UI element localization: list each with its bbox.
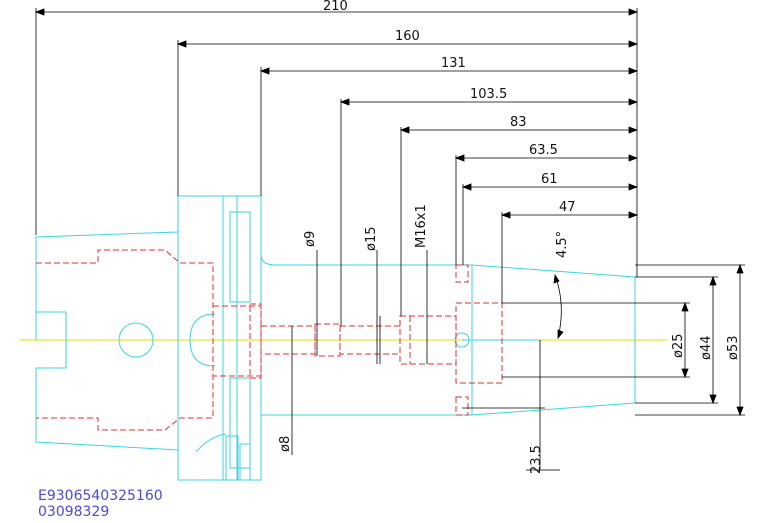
dim-210: 210 <box>323 0 348 14</box>
dim-47: 47 <box>559 200 576 215</box>
dim-m16x1: M16x1 <box>414 204 429 248</box>
part-code-2: 03098329 <box>38 504 110 520</box>
dim-83: 83 <box>510 115 527 130</box>
dim-160: 160 <box>395 29 420 44</box>
dim-angle: 4.5° <box>555 231 570 258</box>
dim-dia-44: ø44 <box>699 336 714 361</box>
part-code-1: E9306540325160 <box>38 488 163 504</box>
tool-holder-outline <box>35 195 636 481</box>
hidden-lines <box>36 249 503 431</box>
dim-63-5: 63.5 <box>529 143 558 158</box>
dim-dia-25: ø25 <box>671 334 686 359</box>
dim-dia-53: ø53 <box>726 336 741 361</box>
dim-23-5: 23.5 <box>529 445 544 474</box>
dim-dia-15: ø15 <box>364 227 379 252</box>
dimension-lines <box>34 8 745 471</box>
dim-61: 61 <box>541 172 558 187</box>
dim-131: 131 <box>441 56 466 71</box>
dim-103-5: 103.5 <box>470 87 507 102</box>
dim-dia-9: ø9 <box>303 231 318 247</box>
dim-dia-8: ø8 <box>278 436 293 452</box>
